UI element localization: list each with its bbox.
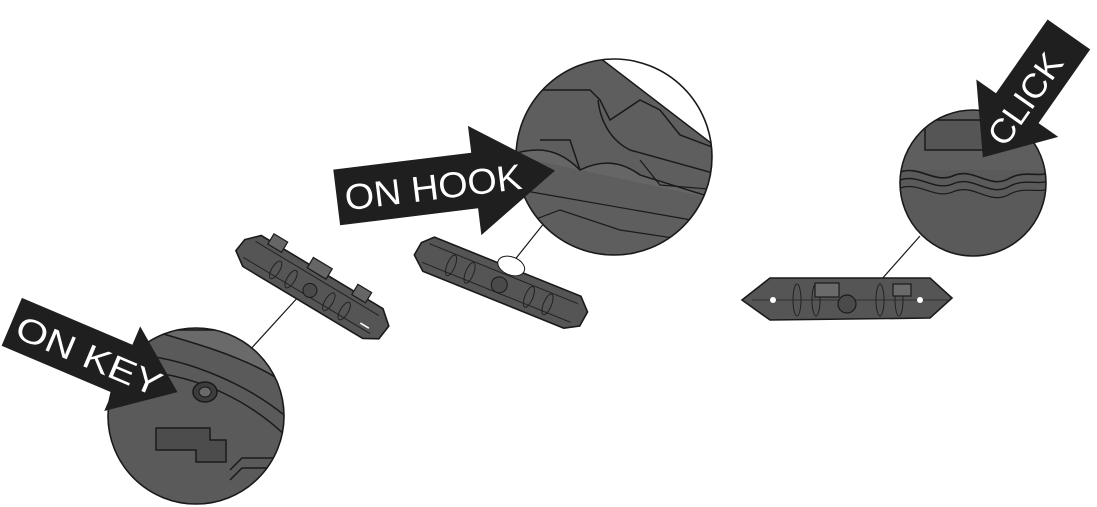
step-on-hook: ON HOOK <box>333 58 713 329</box>
step-on-key: ON KEY <box>1 232 390 505</box>
on-hook-arrow: ON HOOK <box>333 125 556 236</box>
on-hook-detail-circle <box>515 58 713 256</box>
on-key-leader-line <box>247 294 301 353</box>
click-detail-circle <box>899 109 1047 257</box>
step-click: CLICK <box>740 19 1091 321</box>
clip-part-1 <box>234 232 390 340</box>
clip-part-3 <box>740 277 954 321</box>
clip-part-2 <box>413 236 589 329</box>
